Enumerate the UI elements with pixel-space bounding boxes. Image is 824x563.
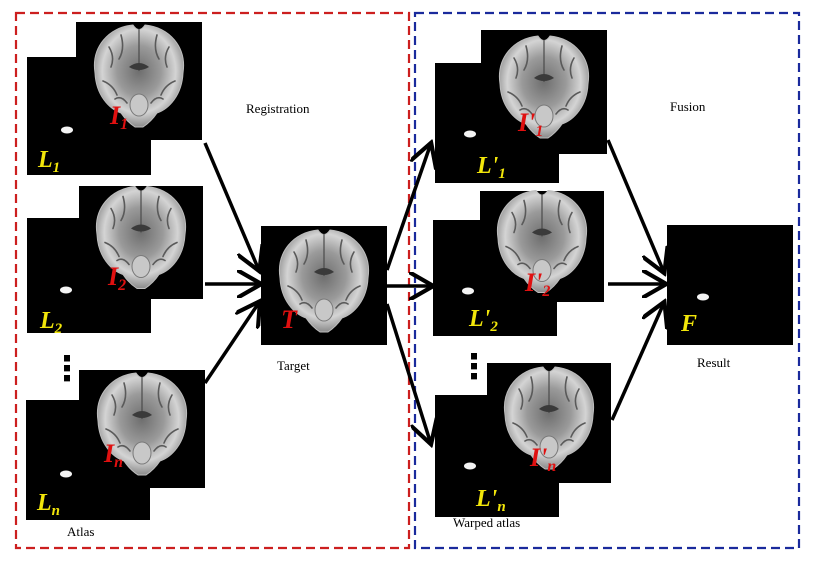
warped-labelmap-label-2: L'2 [468,306,498,335]
result-labelmap [667,225,793,345]
warped-label-region-1 [464,130,476,138]
atlas-labelmap-label-1: L1 [37,147,60,176]
arrow-warpedn-to-result [610,305,663,421]
atlas-labelmap-label-3: Ln [36,490,60,519]
warped-labelmap-label-1: L'1 [476,153,506,182]
atlas-caption: Atlas [67,524,94,539]
result-caption: Result [697,355,731,370]
atlas-image-label-2: I2 [107,262,126,294]
atlas-image-label-3: In [103,439,123,471]
atlas-label-region-3 [60,470,72,478]
atlas-ellipsis: ⋮ [50,349,84,389]
arrows [203,139,663,441]
warped-label-region-3 [464,462,476,470]
result-pair [667,225,793,345]
atlas-label-region-1 [61,126,73,134]
fusion-caption: Fusion [670,99,706,114]
warped-labelmap-label-3: L'n [475,486,506,515]
atlas-label-region-2 [60,286,72,294]
arrow-target-to-warped1 [385,146,430,271]
arrow-atlasn-to-target [203,304,258,384]
warped-image-label-3: I'n [529,443,556,475]
target-label: T [281,305,298,334]
result-label: F [680,311,697,337]
arrow-target-to-warpedn [385,303,430,441]
target-caption: Target [277,358,310,373]
registration-caption: Registration [246,101,310,116]
warped-image-label-1: I'1 [517,108,543,140]
arrow-atlas1-to-target [203,142,258,268]
warped-atlas-caption: Warped atlas [453,515,520,530]
warped-label-region-2 [462,287,474,295]
warped-ellipsis: ⋮ [457,347,491,387]
warped-image-label-2: I'2 [524,268,550,300]
atlas-image-label-1: I1 [109,101,128,133]
arrow-warped1-to-result [606,139,663,270]
atlas-labelmap-label-2: L2 [39,308,63,337]
result-label-region [697,293,709,301]
